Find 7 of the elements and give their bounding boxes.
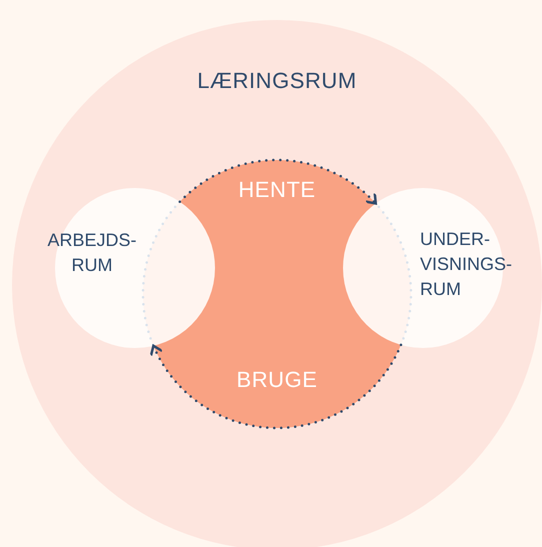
dotted-arrow: [150, 344, 402, 430]
activity-label: HENTE: [237, 176, 317, 204]
space-title: LÆRINGSRUM: [196, 67, 358, 95]
space-label: ARBEJDS- RUM: [46, 229, 138, 278]
space-label: UNDER- VISNINGS- RUM: [420, 228, 510, 302]
dotted-arrow: [178, 158, 377, 205]
activity-label: BRUGE: [236, 366, 318, 394]
